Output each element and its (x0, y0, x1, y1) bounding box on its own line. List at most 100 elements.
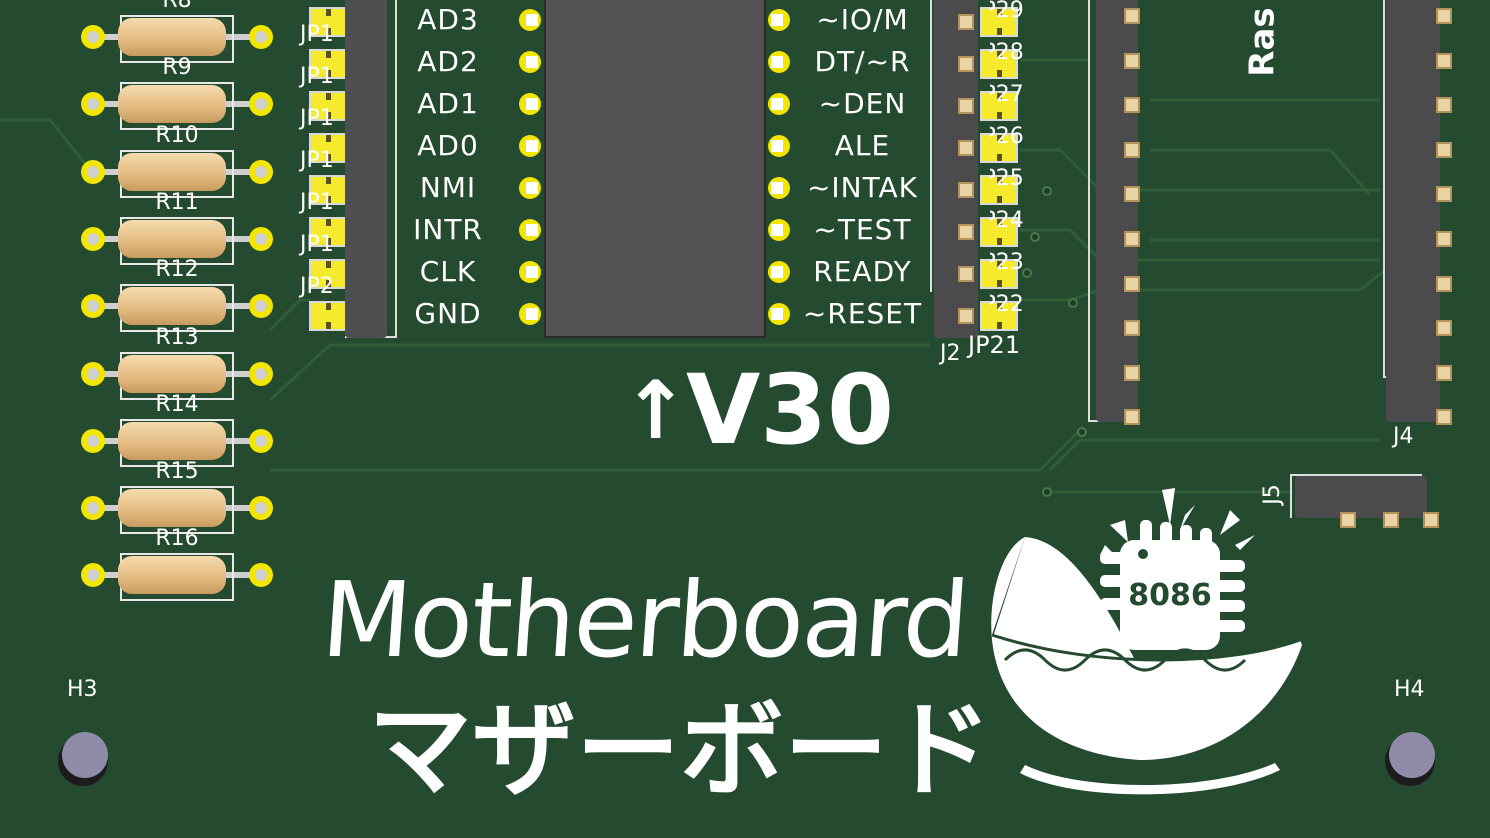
chip-pad (768, 9, 790, 31)
resistor-pad (249, 563, 273, 588)
solder-jumper (980, 49, 1018, 79)
pin-label: ~TEST (813, 213, 912, 246)
resistor-body (118, 556, 226, 595)
jumper-label: JP28 (976, 40, 1024, 65)
header-pin (1124, 186, 1140, 203)
header-pin (1436, 97, 1452, 114)
pin-label: ALE (834, 129, 891, 162)
header-pin (1124, 52, 1140, 69)
header-pin (1436, 52, 1452, 69)
resistor-pad (81, 428, 105, 453)
solder-jumper (309, 217, 347, 247)
h4-label: H4 (1394, 677, 1425, 702)
solder-jumper (980, 175, 1018, 205)
header-pin (958, 56, 974, 72)
pin-label: AD3 (417, 3, 479, 36)
resistor-label: R10 (155, 122, 199, 148)
jumper-label: JP1 (300, 148, 334, 173)
jumper-label: JP24 (976, 208, 1024, 233)
resistor-body (118, 18, 226, 56)
header-a (1096, 0, 1140, 426)
jumper-label: JP22 (976, 292, 1024, 317)
header-j4 (1386, 0, 1452, 426)
header-pin (1124, 275, 1140, 292)
chip-pad (768, 303, 790, 325)
header-pin (1124, 231, 1140, 247)
header-pin (1436, 320, 1452, 337)
resistor-pad (249, 496, 273, 521)
pin-label: INTR (413, 213, 483, 246)
solder-jumper (980, 7, 1018, 37)
chip-pad (519, 51, 541, 73)
header-pin (1436, 364, 1452, 381)
resistor-pad (81, 226, 105, 251)
chip-pad (768, 219, 790, 241)
header-pin (958, 182, 974, 198)
jumper-label: JP1 (300, 106, 334, 131)
pin-label: READY (813, 255, 912, 288)
jumper-label: JP23 (976, 250, 1024, 275)
solder-jumper (980, 217, 1018, 247)
jumper-label: JP1 (300, 232, 334, 257)
chip-pad (768, 261, 790, 283)
header-pin (1124, 97, 1140, 114)
jumper-label: JP27 (976, 82, 1024, 107)
resistor-body (118, 287, 226, 326)
jumper-label: JP2 (300, 274, 334, 299)
j2-label: J2 (940, 341, 961, 366)
resistor-label: R14 (155, 391, 199, 417)
chip-pad (519, 261, 541, 283)
header-pin (1124, 320, 1140, 337)
resistor-pad (81, 563, 105, 588)
solder-jumper (980, 301, 1018, 331)
header-pin (1436, 8, 1452, 24)
chip-pad (519, 177, 541, 199)
resistor-pad (249, 92, 273, 117)
resistor-pad (81, 294, 105, 319)
pin-label: AD2 (417, 45, 479, 78)
h3-label: H3 (67, 677, 98, 702)
header-pin (1436, 409, 1452, 426)
pin-label: ~INTAK (806, 171, 919, 204)
j2-outline (930, 0, 936, 292)
chip-pad (768, 51, 790, 73)
chip-pad (519, 219, 541, 241)
solder-jumper (309, 49, 347, 79)
header-pin (1436, 141, 1452, 158)
chip-pad (519, 135, 541, 157)
jumper-label: JP26 (976, 124, 1024, 149)
jumper-label: JP1 (300, 22, 334, 47)
header-pin (1124, 8, 1140, 24)
resistor-label: R12 (155, 257, 199, 283)
v30-arrow: ↑ (622, 364, 690, 457)
mounting-hole-h3 (58, 732, 108, 786)
resistor-body (118, 421, 226, 460)
chip-pad (519, 9, 541, 31)
j2-pin-header (934, 0, 978, 338)
pin-label: DT/~R (814, 45, 911, 78)
jumper-label: JP29 (976, 0, 1024, 23)
header-pin (1124, 141, 1140, 158)
pin-label: AD0 (417, 129, 479, 162)
title-japanese: マザーボード (368, 689, 993, 811)
jumper-label: JP1 (300, 190, 334, 215)
resistor-pad (81, 496, 105, 521)
header-pin (1436, 186, 1452, 203)
header-pin (1436, 231, 1452, 247)
chip-pad (519, 93, 541, 115)
left-pin-header (345, 0, 387, 338)
header-pin (1124, 364, 1140, 381)
header-pin (958, 14, 974, 30)
jumper-label: JP1 (300, 64, 334, 89)
resistor-pad (81, 159, 105, 184)
solder-jumper (309, 133, 347, 163)
resistor-pad (249, 428, 273, 453)
pin-label: CLK (419, 255, 477, 288)
resistor-body (118, 489, 226, 528)
jumper-label: JP25 (976, 166, 1024, 191)
logo-chip-text: 8086 (1128, 578, 1212, 613)
title-english: Motherboard (317, 559, 972, 681)
solder-jumper (309, 301, 347, 331)
header-pin (1436, 275, 1452, 292)
resistor-pad (249, 361, 273, 386)
